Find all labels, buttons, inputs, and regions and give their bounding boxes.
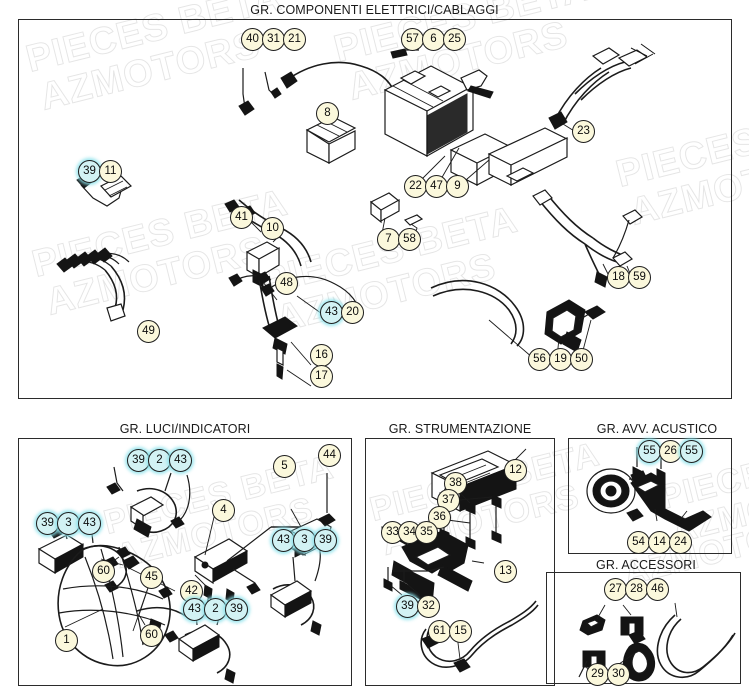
callout-10[interactable]: 10: [261, 217, 284, 240]
callout-12[interactable]: 12: [504, 459, 527, 482]
callout-5[interactable]: 5: [273, 455, 296, 478]
callout-4[interactable]: 4: [212, 499, 235, 522]
callout-7[interactable]: 7: [377, 228, 400, 251]
callout-50[interactable]: 50: [570, 348, 593, 371]
callout-22[interactable]: 22: [404, 175, 427, 198]
callout-47[interactable]: 47: [425, 175, 448, 198]
callout-9[interactable]: 9: [446, 175, 469, 198]
callout-48[interactable]: 48: [275, 272, 298, 295]
callout-39[interactable]: 39: [396, 595, 419, 618]
callout-17[interactable]: 17: [310, 365, 333, 388]
panel-accessori: [546, 572, 741, 684]
callout-3[interactable]: 3: [57, 512, 80, 535]
callout-27[interactable]: 27: [604, 578, 627, 601]
callout-45[interactable]: 45: [140, 566, 163, 589]
callout-28[interactable]: 28: [625, 578, 648, 601]
section-title-componenti-elettrici: GR. COMPONENTI ELETTRICI/CABLAGGI: [250, 3, 499, 17]
callout-20[interactable]: 20: [341, 301, 364, 324]
callout-16[interactable]: 16: [310, 344, 333, 367]
callout-41[interactable]: 41: [230, 206, 253, 229]
callout-43[interactable]: 43: [272, 529, 295, 552]
callout-43[interactable]: 43: [183, 598, 206, 621]
callout-39[interactable]: 39: [127, 449, 150, 472]
callout-32[interactable]: 32: [417, 595, 440, 618]
callout-8[interactable]: 8: [316, 102, 339, 125]
callout-60[interactable]: 60: [92, 560, 115, 583]
callout-39[interactable]: 39: [36, 512, 59, 535]
panel-avv-acustico: [568, 438, 732, 554]
callout-24[interactable]: 24: [669, 531, 692, 554]
section-title-strumentazione: GR. STRUMENTAZIONE: [388, 422, 532, 436]
callout-39[interactable]: 39: [314, 529, 337, 552]
diagram-art-componenti: [56, 43, 656, 387]
callout-44[interactable]: 44: [318, 444, 341, 467]
callout-31[interactable]: 31: [262, 28, 285, 51]
callout-21[interactable]: 21: [283, 28, 306, 51]
callout-19[interactable]: 19: [549, 348, 572, 371]
callout-58[interactable]: 58: [398, 228, 421, 251]
callout-40[interactable]: 40: [241, 28, 264, 51]
callout-57[interactable]: 57: [401, 28, 424, 51]
callout-43[interactable]: 43: [169, 449, 192, 472]
callout-35[interactable]: 35: [415, 521, 438, 544]
callout-29[interactable]: 29: [586, 663, 609, 686]
callout-49[interactable]: 49: [137, 320, 160, 343]
callout-23[interactable]: 23: [572, 120, 595, 143]
callout-15[interactable]: 15: [449, 620, 472, 643]
callout-2[interactable]: 2: [148, 449, 171, 472]
callout-55[interactable]: 55: [680, 440, 703, 463]
panel-componenti-elettrici: [18, 19, 732, 399]
callout-25[interactable]: 25: [443, 28, 466, 51]
callout-6[interactable]: 6: [422, 28, 445, 51]
callout-39[interactable]: 39: [78, 160, 101, 183]
callout-43[interactable]: 43: [320, 301, 343, 324]
section-title-accessori: GR. ACCESSORI: [596, 558, 696, 572]
callout-11[interactable]: 11: [99, 160, 122, 183]
callout-13[interactable]: 13: [494, 560, 517, 583]
callout-14[interactable]: 14: [648, 531, 671, 554]
callout-56[interactable]: 56: [528, 348, 551, 371]
callout-60[interactable]: 60: [140, 624, 163, 647]
callout-55[interactable]: 55: [638, 440, 661, 463]
callout-1[interactable]: 1: [55, 629, 78, 652]
callout-61[interactable]: 61: [428, 620, 451, 643]
callout-43[interactable]: 43: [78, 512, 101, 535]
callout-18[interactable]: 18: [607, 266, 630, 289]
callout-26[interactable]: 26: [659, 440, 682, 463]
section-title-luci-indicatori: GR. LUCI/INDICATORI: [119, 422, 251, 436]
callout-39[interactable]: 39: [225, 598, 248, 621]
callout-3[interactable]: 3: [293, 529, 316, 552]
callout-2[interactable]: 2: [204, 598, 227, 621]
callout-59[interactable]: 59: [628, 266, 651, 289]
callout-46[interactable]: 46: [646, 578, 669, 601]
diagram-art-acustico: [586, 443, 712, 532]
callout-30[interactable]: 30: [607, 663, 630, 686]
section-title-avv-acustico: GR. AVV. ACUSTICO: [596, 422, 718, 436]
diagram-art-accessori: [578, 602, 736, 682]
callout-54[interactable]: 54: [627, 531, 650, 554]
